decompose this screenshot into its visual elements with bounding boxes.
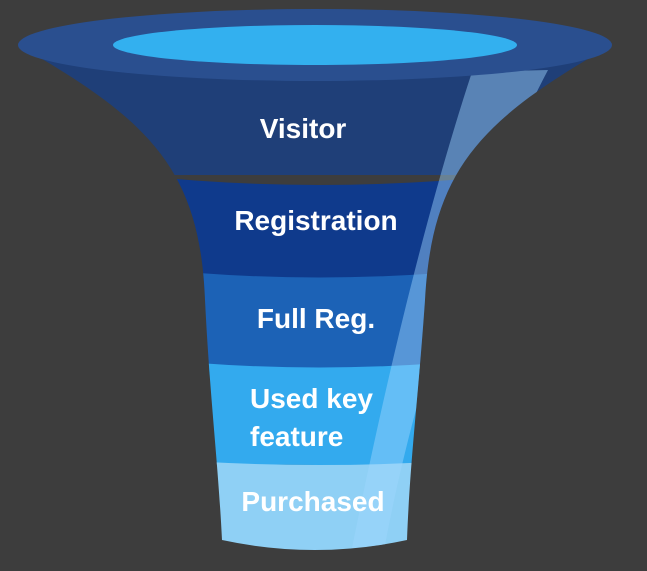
stage-label-full-reg: Full Reg. (257, 303, 375, 334)
stage-label-used-key-feature: Used key feature (250, 383, 381, 452)
funnel-opening (113, 25, 517, 65)
glass-highlight (352, 70, 548, 548)
stage-label-visitor: Visitor (260, 113, 347, 144)
stage-label-purchased: Purchased (241, 486, 384, 517)
stage-label-registration: Registration (234, 205, 397, 236)
